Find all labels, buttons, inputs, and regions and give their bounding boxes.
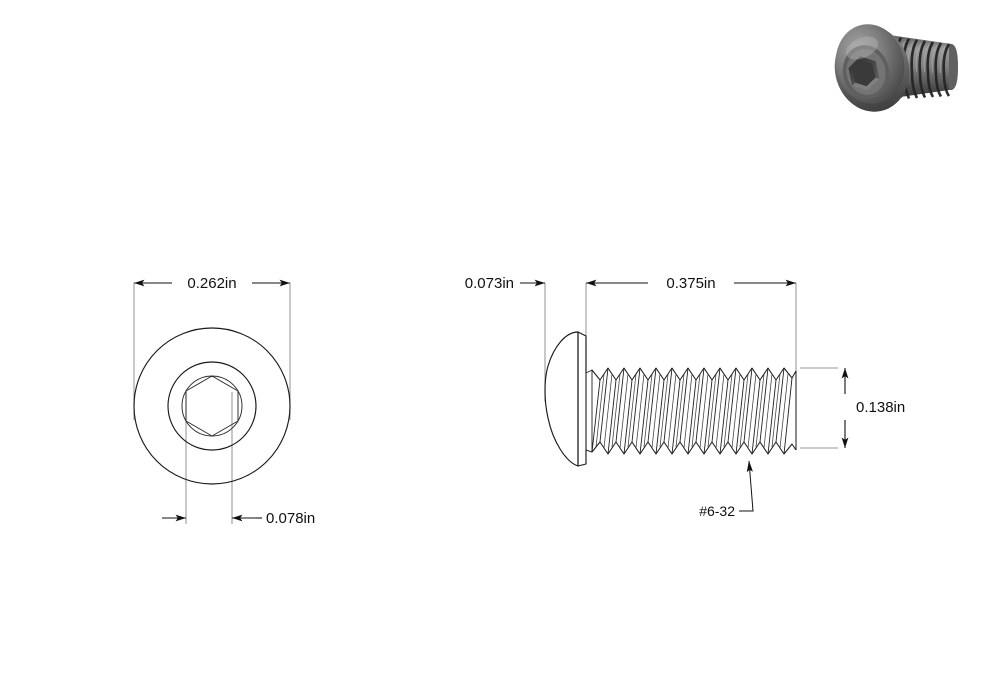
head-recess-circle <box>167 361 257 451</box>
dim-label-thread-length: 0.375in <box>666 275 715 292</box>
dim-head-diameter: 0.262in <box>134 275 290 292</box>
thread-spec-callout: #6-32 <box>699 460 754 519</box>
front-view: 0.262in 0.078in <box>133 275 315 527</box>
dim-label-head-diameter: 0.262in <box>187 275 236 292</box>
side-view: 0.073in 0.375in 0.138in #6-32 <box>465 275 905 519</box>
dim-label-socket-width: 0.078in <box>266 510 315 527</box>
dim-head-height: 0.073in <box>465 275 545 292</box>
dim-socket-width: 0.078in <box>162 510 315 527</box>
dim-label-head-height: 0.073in <box>465 275 514 292</box>
callout-leader-line <box>739 460 754 512</box>
isometric-render <box>834 24 958 112</box>
render-head <box>834 24 910 112</box>
head-outer-circle <box>133 327 291 485</box>
head-dome-profile <box>544 331 579 467</box>
thread-runout <box>585 369 593 453</box>
head-flat-face <box>577 331 587 467</box>
hex-socket <box>185 375 239 437</box>
dim-label-thread-diameter: 0.138in <box>856 399 905 416</box>
thread-profile <box>591 367 797 455</box>
callout-label-thread-spec: #6-32 <box>699 503 735 519</box>
socket-bore-circle <box>181 375 243 437</box>
dim-thread-length: 0.375in <box>586 275 796 292</box>
dim-thread-diameter: 0.138in <box>841 368 905 448</box>
